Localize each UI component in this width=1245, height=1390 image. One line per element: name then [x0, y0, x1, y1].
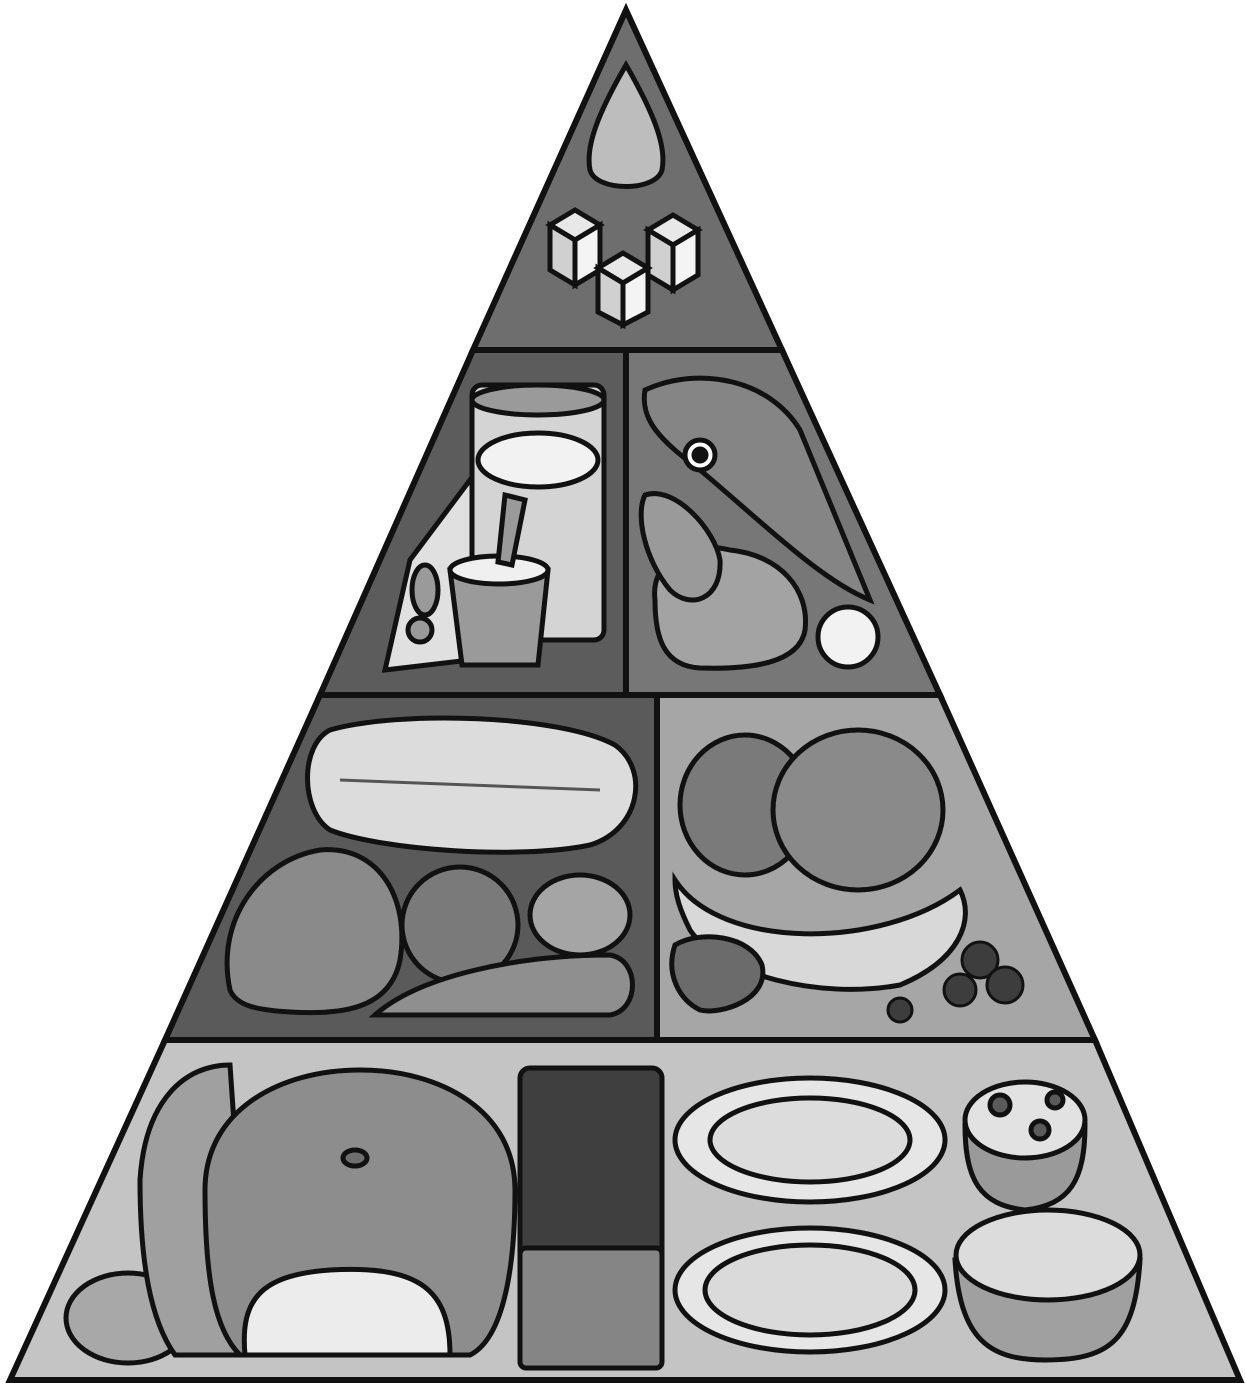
apples-icon: [680, 730, 943, 890]
sliced-bread-icon: [520, 1068, 662, 1368]
egg-icon: [818, 607, 878, 667]
strawberry-icon: [672, 937, 763, 1011]
cereal-bowl-icon: [965, 1082, 1085, 1210]
cabbage-icon: [308, 718, 636, 852]
potatoes-icon: [530, 875, 630, 955]
bread-loaf-icon: [140, 1065, 515, 1355]
pasta-icon: [675, 1228, 945, 1352]
spaghetti-icon: [675, 1078, 945, 1202]
rice-bowl-icon: [955, 1210, 1140, 1360]
